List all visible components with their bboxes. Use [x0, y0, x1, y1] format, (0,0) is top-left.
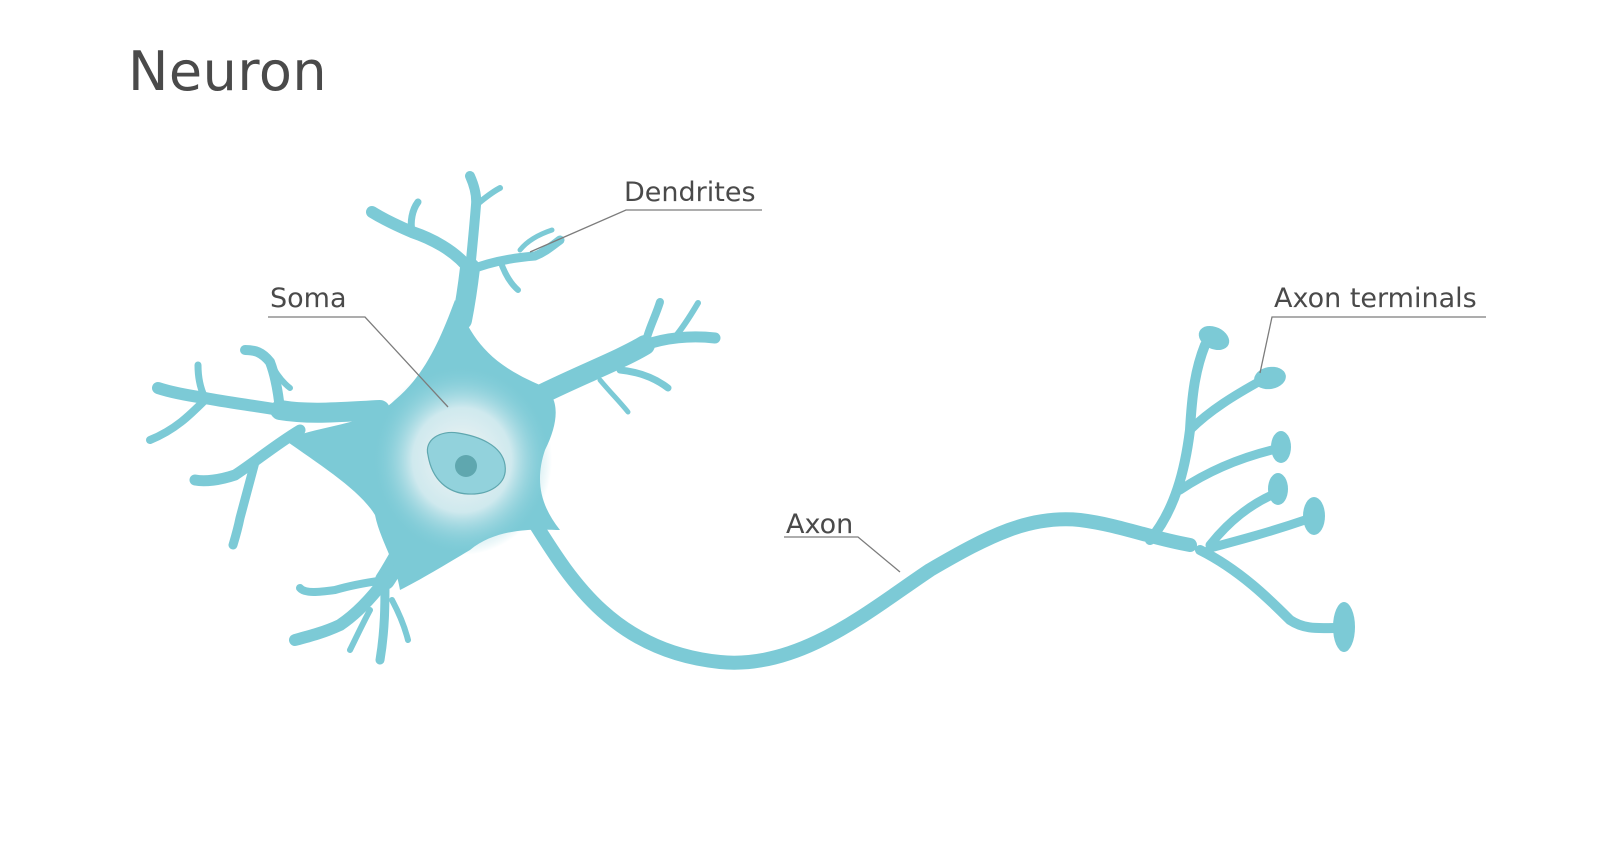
- dendrites: [146, 171, 721, 665]
- dendrites-leader: [529, 209, 762, 253]
- nucleolus: [455, 455, 477, 477]
- dendrites-label: Dendrites: [624, 177, 756, 208]
- axon-terminals: [1145, 325, 1355, 652]
- soma-label: Soma: [270, 283, 347, 314]
- diagram-title: Neuron: [128, 40, 328, 103]
- axon-leader: [784, 536, 901, 573]
- axon-terminals-label: Axon terminals: [1274, 283, 1477, 314]
- axon: [513, 493, 1197, 670]
- soma-leader: [268, 316, 449, 408]
- axon-label: Axon: [786, 509, 853, 540]
- axon-terminals-leader: [1259, 316, 1486, 374]
